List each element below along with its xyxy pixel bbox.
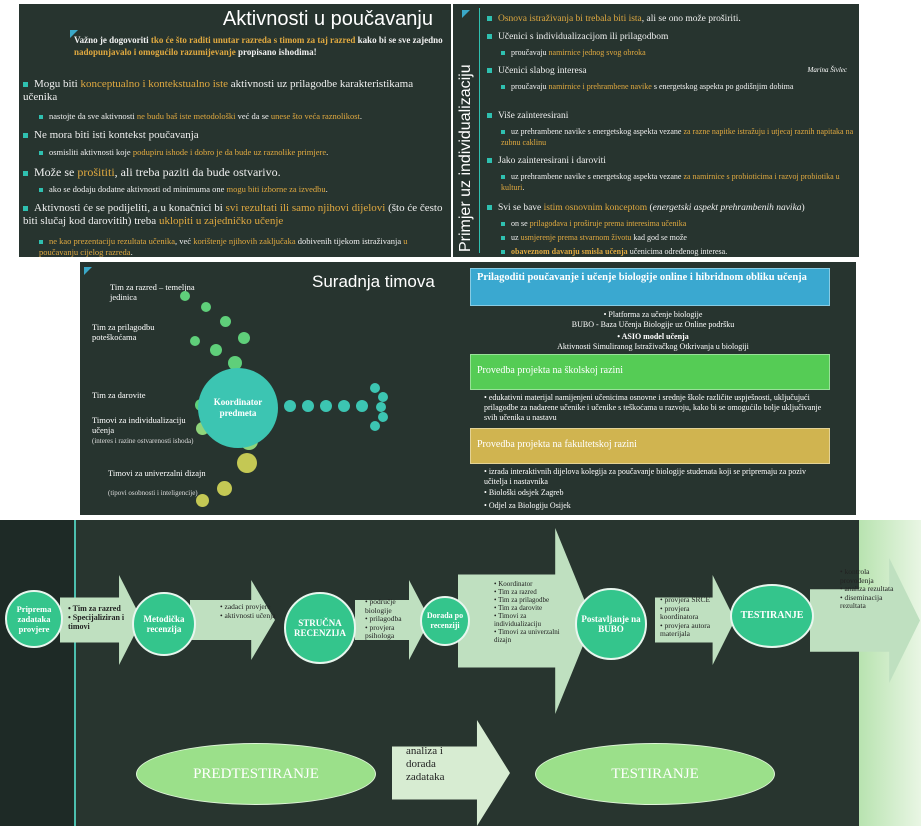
row-1: Osnova istraživanja bi trebala biti ista…	[487, 13, 857, 25]
box-online-p4: Aktivnosti Simuliranog Istraživačkog Otk…	[557, 342, 749, 351]
step-3-list: • područje biologije• prilagodba• provje…	[365, 597, 402, 640]
team-label-1: Tim za razred – temeljna jedinica	[110, 282, 195, 302]
dot	[190, 336, 200, 346]
dot	[237, 453, 257, 473]
box-faculty-p2: • Biološki odsjek Zagreb	[484, 488, 564, 497]
team-label-5: Timovi za univerzalni dizajn	[108, 468, 206, 478]
row-6-sub-2: uz usmjerenje prema stvarnom životu kad …	[501, 232, 856, 243]
step-5: Postavljanje na BUBO	[575, 588, 647, 660]
sub-bullet-2: osmisliti aktivnosti koje podupiru ishod…	[39, 147, 439, 158]
left-divider	[74, 520, 76, 826]
row-3-sub: proučavaju namirnice i prehrambene navik…	[501, 81, 856, 92]
box-school: Provedba projekta na školskoj razini	[470, 354, 830, 390]
intro-text: Važno je dogovoriti tko će što raditi un…	[74, 35, 443, 57]
pretest-ellipse: PREDTESTIRANJE	[136, 743, 376, 805]
dot	[356, 400, 368, 412]
vertical-title: Primjer uz individualizaciju	[457, 64, 474, 252]
dot	[238, 332, 250, 344]
slide-suradnja: Suradnja timova Tim za razred – temeljna…	[80, 262, 856, 515]
coordinator-circle: Koordinator predmeta	[198, 368, 278, 448]
box-faculty: Provedba projekta na fakultetskoj razini	[470, 428, 830, 464]
box-faculty-p3: • Odjel za Biologiju Osijek	[484, 501, 571, 510]
sub-bullet-4: ne kao prezentaciju rezultata učenika, v…	[39, 236, 408, 257]
box-school-text: • edukativni materijal namijenjeni učeni…	[484, 393, 822, 422]
corner-marker	[70, 30, 78, 38]
dot	[378, 392, 388, 402]
dot	[370, 421, 380, 431]
step-6: TESTIRANJE	[730, 584, 814, 648]
sub-bullet-3: ako se dodaju dodatne aktivnosti od mini…	[39, 184, 439, 195]
dot	[180, 291, 190, 301]
dot	[210, 344, 222, 356]
box-online-p3: • ASIO model učenja	[617, 332, 689, 341]
dot	[217, 481, 232, 496]
bullet-4: Aktivnosti će se podijeliti, a u konačni…	[23, 202, 443, 227]
slide-title: Suradnja timova	[312, 272, 435, 291]
dot	[376, 402, 386, 412]
sub-bullet-1: nastojte da sve aktivnosti ne budu baš i…	[39, 111, 439, 122]
slide-title: Aktivnosti u poučavanju	[222, 8, 433, 30]
dot	[228, 356, 242, 370]
dot	[284, 400, 296, 412]
step-1: Priprema zadataka provjere	[5, 590, 63, 648]
team-label-5-sub: (tipovi osobnosti i inteligencije)	[108, 489, 198, 497]
divider-line	[479, 8, 480, 253]
box-faculty-p1: • izrada interaktivnih dijelova kolegija…	[484, 467, 807, 486]
box-online: Prilagoditi poučavanje i učenje biologij…	[470, 268, 830, 306]
dot	[302, 400, 314, 412]
step-4: Dorada po recenziji	[420, 596, 470, 646]
bullet-3: Može se prošititi, ali treba paziti da b…	[23, 166, 443, 179]
test-ellipse: TESTIRANJE	[535, 743, 775, 805]
step-4-list: • Koordinator• Tim za razred• Tim za pri…	[494, 580, 560, 644]
row-3: Učenici slabog interesa	[487, 65, 857, 77]
team-label-3: Tim za darovite	[92, 390, 146, 400]
row-5: Jako zainteresirani i daroviti	[487, 155, 857, 167]
step-3: STRUČNA RECENZIJA	[284, 592, 356, 664]
slide-proces: Priprema zadataka provjere Metodička rec…	[0, 520, 921, 826]
row-4-sub: uz prehrambene navike s energetskog aspe…	[501, 127, 854, 147]
arrow-2	[190, 580, 275, 660]
bullet-1: Mogu biti konceptualno i kontekstualno i…	[23, 78, 414, 103]
step-1-list: • Tim za razred• Specijaliziran i timovi	[68, 604, 125, 631]
dot	[338, 400, 350, 412]
box-online-p2: BUBO - Baza Učenja Biologije uz Online p…	[571, 320, 735, 329]
corner-marker	[462, 10, 470, 18]
dot	[220, 316, 231, 327]
dot	[378, 412, 388, 422]
team-label-4-sub: (interes i razine ostvarenosti ishoda)	[92, 437, 194, 445]
step-5-list: • provjera SRCE• provjera koordinatora• …	[660, 595, 711, 638]
row-6: Svi se bave istim osnovnim konceptom (en…	[487, 202, 857, 214]
mid-text: analiza i dorada zadataka	[406, 745, 445, 783]
row-4: Više zainteresirani	[487, 110, 857, 122]
dot	[320, 400, 332, 412]
row-5-sub: uz prehrambene navike s energetskog aspe…	[501, 172, 840, 192]
row-2: Učenici s individualizacijom ili prilago…	[487, 31, 857, 43]
step-2-list: • zadaci provjere• aktivnosti učenja	[220, 602, 276, 620]
left-panel	[0, 520, 74, 826]
slide-aktivnosti: Aktivnosti u poučavanju Važno je dogovor…	[19, 4, 451, 257]
corner-marker	[84, 267, 92, 275]
dot	[201, 302, 211, 312]
row-6-sub-1: on se prilagođava i proširuje prema inte…	[501, 218, 856, 229]
team-label-2: Tim za prilagodbu poteškoćama	[92, 322, 155, 342]
row-6-sub-3: obaveznom davanju smisla učenja učenicim…	[501, 246, 856, 257]
box-online-p1: • Platforma za učenje biologije	[603, 310, 703, 319]
step-2: Metodička recenzija	[132, 592, 196, 656]
row-2-sub: proučavaju namirnice jednog svog obroka	[501, 47, 856, 58]
step-6-list: • kontrola provođenja• analiza rezultata…	[840, 567, 894, 610]
bullet-2: Ne mora biti isti kontekst poučavanja	[23, 129, 443, 142]
dot	[196, 494, 209, 507]
slide-primjer: Primjer uz individualizaciju Osnova istr…	[453, 4, 859, 257]
dot	[370, 383, 380, 393]
author: Marina Šivlec	[807, 66, 847, 74]
team-label-4: Timovi za individualizaciju učenja	[92, 415, 186, 435]
